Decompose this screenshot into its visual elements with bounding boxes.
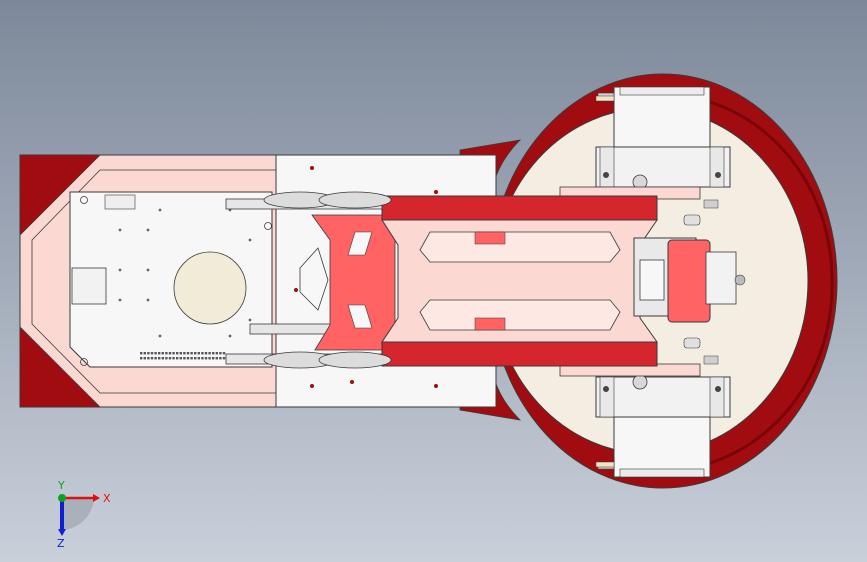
header-pin bbox=[186, 352, 190, 355]
header-pin bbox=[208, 357, 211, 360]
header-pin bbox=[179, 357, 182, 360]
board-hole bbox=[118, 228, 122, 232]
header-pin bbox=[168, 357, 172, 360]
header-pin bbox=[201, 352, 204, 355]
header-pin bbox=[204, 352, 208, 355]
header-pin bbox=[165, 352, 168, 355]
board-hole bbox=[228, 334, 232, 338]
z-axis-arrowhead bbox=[58, 529, 66, 536]
servo-bottom bbox=[595, 374, 731, 478]
z-axis-label: Z bbox=[57, 537, 65, 550]
board-hole bbox=[158, 208, 162, 212]
header-pin bbox=[176, 357, 179, 360]
board-hole bbox=[146, 298, 150, 302]
header-pin bbox=[212, 357, 215, 360]
header-pin bbox=[190, 357, 193, 360]
header-pin bbox=[204, 357, 208, 360]
header-pin bbox=[186, 357, 190, 360]
board-hole bbox=[158, 334, 162, 338]
header-pin bbox=[172, 357, 175, 360]
board-hole bbox=[118, 298, 122, 302]
header-pin bbox=[172, 352, 175, 355]
header-pin bbox=[168, 352, 172, 355]
y-axis-label: Y bbox=[57, 480, 65, 492]
board-hole bbox=[146, 228, 150, 232]
header-pin bbox=[161, 357, 164, 360]
header-pin bbox=[219, 352, 222, 355]
board-hole bbox=[248, 318, 252, 322]
header-pin bbox=[222, 357, 226, 360]
header-pin bbox=[194, 357, 197, 360]
header-pin bbox=[140, 357, 143, 360]
header-pin bbox=[147, 357, 150, 360]
header-pin bbox=[222, 352, 226, 355]
header-pin bbox=[147, 352, 150, 355]
header-pin bbox=[190, 352, 193, 355]
header-pin bbox=[219, 357, 222, 360]
header-pin bbox=[201, 357, 204, 360]
header-pin bbox=[140, 352, 143, 355]
header-pin bbox=[194, 352, 197, 355]
pulleys bbox=[263, 191, 392, 369]
board-hole bbox=[146, 268, 150, 272]
triad-plane bbox=[62, 498, 94, 530]
header-pin bbox=[158, 357, 161, 360]
header-pin bbox=[143, 352, 146, 355]
x-axis-arrowhead bbox=[93, 494, 100, 502]
header-pin bbox=[197, 352, 200, 355]
board-hole bbox=[248, 238, 252, 242]
header-pin bbox=[183, 357, 186, 360]
header-pin bbox=[143, 357, 146, 360]
header-pin bbox=[215, 357, 218, 360]
board-hole bbox=[118, 268, 122, 272]
header-pin bbox=[154, 352, 157, 355]
header-pin bbox=[197, 357, 200, 360]
header-pin bbox=[150, 352, 154, 355]
header-pin bbox=[165, 357, 168, 360]
header-pin bbox=[212, 352, 215, 355]
board-dots bbox=[118, 208, 252, 338]
header-pin bbox=[208, 352, 211, 355]
linkage-frame bbox=[299, 195, 658, 367]
header-pin bbox=[154, 357, 157, 360]
coordinate-triad: X Y Z bbox=[57, 480, 111, 550]
header-pin bbox=[176, 352, 179, 355]
x-axis-label: X bbox=[103, 492, 111, 505]
header-pin bbox=[161, 352, 164, 355]
servo-top bbox=[595, 86, 731, 190]
header-pin bbox=[215, 352, 218, 355]
controller-board bbox=[69, 191, 273, 368]
y-axis-dot bbox=[58, 494, 66, 502]
header-pin bbox=[150, 357, 154, 360]
header-pin bbox=[158, 352, 161, 355]
pin-header bbox=[140, 352, 226, 360]
header-pin bbox=[179, 352, 182, 355]
header-pin bbox=[183, 352, 186, 355]
front-motor bbox=[633, 199, 746, 365]
servo-screws bbox=[595, 95, 615, 468]
